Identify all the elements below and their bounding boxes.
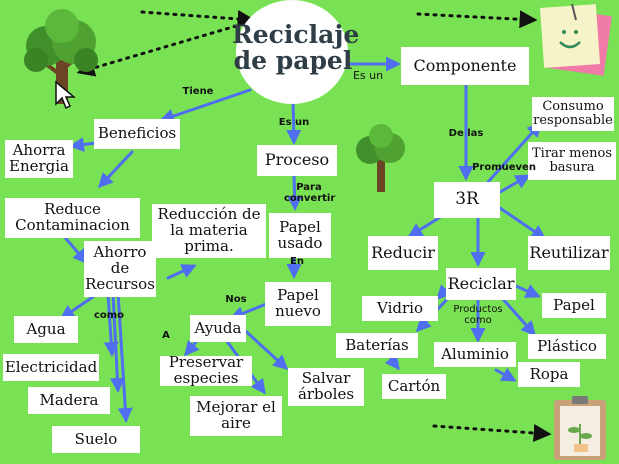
node-beneficios: Beneficios: [94, 119, 180, 149]
arrow-reciclar-ropa: [494, 367, 517, 382]
node-proceso: Proceso: [257, 145, 337, 176]
node-papel: Papel: [542, 293, 606, 318]
arrow-proceso-papelusado: [287, 174, 303, 211]
sticky-notes-icon: [539, 3, 612, 76]
node-madera: Madera: [28, 387, 110, 414]
node-papel-usado: Papel usado: [269, 213, 331, 258]
map-title: Reciclaje de papel: [232, 20, 360, 76]
small-tree-icon: [356, 124, 405, 192]
label-productos-como: Productos como: [453, 304, 503, 326]
node-carton: Cartón: [382, 374, 446, 399]
node-3r: 3R: [434, 182, 500, 218]
dotted-arrow-top-left: [140, 9, 256, 28]
arrow-beneficios-ahorra: [69, 137, 98, 152]
cursor-icon: [55, 80, 76, 110]
arrow-3r-reducir: [407, 214, 444, 238]
node-plastico: Plástico: [528, 334, 606, 359]
node-ropa: Ropa: [518, 362, 580, 387]
node-vidrio: Vidrio: [362, 296, 438, 321]
label-en: En: [290, 256, 304, 267]
label-de-las: De las: [448, 128, 484, 139]
clipboard-icon: [554, 396, 606, 460]
arrow-reciclar-papel: [514, 284, 541, 298]
label-es-un-proceso: Es un: [278, 117, 310, 128]
label-promueven: Promueven: [472, 162, 536, 173]
arrow-ayuda-preservar: [184, 339, 200, 357]
node-reduccion-materia: Reducción de la materia prima.: [152, 204, 266, 258]
arrow-ahorro-madera: [109, 292, 125, 393]
node-reduce-contaminacion: Reduce Contaminacion: [5, 198, 140, 238]
label-es-un-componente: Es un: [352, 69, 384, 82]
arrow-3r-tirar: [498, 174, 531, 194]
arrow-reciclar-plastico: [500, 296, 536, 337]
node-consumo-responsable: Consumo responsable: [532, 97, 614, 131]
node-ahorro-recursos: Ahorro de Recursos: [84, 241, 156, 297]
label-para-convertir: Para convertir: [284, 182, 336, 204]
label-tiene: Tiene: [182, 86, 214, 97]
dotted-arrow-to-tree: [76, 24, 238, 77]
node-ayuda: Ayuda: [190, 315, 246, 342]
arrow-beneficios-reduce: [97, 150, 134, 189]
label-nos: Nos: [225, 294, 247, 305]
node-reciclar: Reciclar: [446, 268, 516, 300]
arrow-reduce-ahorro: [60, 232, 88, 265]
node-baterias: Baterías: [336, 333, 418, 358]
arrow-ahorro-reduccion: [166, 264, 197, 280]
arrow-3r-consumo: [486, 121, 543, 184]
arrow-3r-reutilizar: [498, 206, 547, 240]
node-reutilizar: Reutilizar: [528, 236, 610, 270]
node-preservar-especies: Preservar especies: [160, 354, 252, 386]
node-tirar-menos-basura: Tirar menos basura: [528, 142, 616, 180]
node-papel-nuevo: Papel nuevo: [265, 282, 331, 326]
arrow-ahorro-electricidad: [103, 292, 119, 357]
node-suelo: Suelo: [52, 426, 140, 453]
node-reducir: Reducir: [368, 236, 438, 270]
arrow-title-proceso: [286, 98, 302, 145]
dotted-arrow-top-right: [416, 10, 538, 29]
title-circle: [236, 0, 348, 104]
label-como: como: [93, 310, 125, 321]
arrow-title-beneficios: [159, 88, 252, 124]
node-agua: Agua: [14, 316, 78, 343]
node-salvar-arboles: Salvar árboles: [288, 368, 364, 406]
node-aluminio: Aluminio: [434, 342, 516, 367]
node-mejorar-aire: Mejorar el aire: [190, 396, 282, 436]
node-ahorra-energia: Ahorra Energia: [5, 140, 73, 178]
dotted-arrow-bottom-right: [432, 424, 552, 442]
tree-icon: [24, 9, 98, 104]
label-a: A: [162, 330, 170, 341]
arrow-ahorro-suelo: [116, 290, 133, 423]
node-electricidad: Electricidad: [3, 354, 99, 381]
arrow-ayuda-salvar: [238, 324, 289, 371]
node-componente: Componente: [401, 47, 529, 85]
